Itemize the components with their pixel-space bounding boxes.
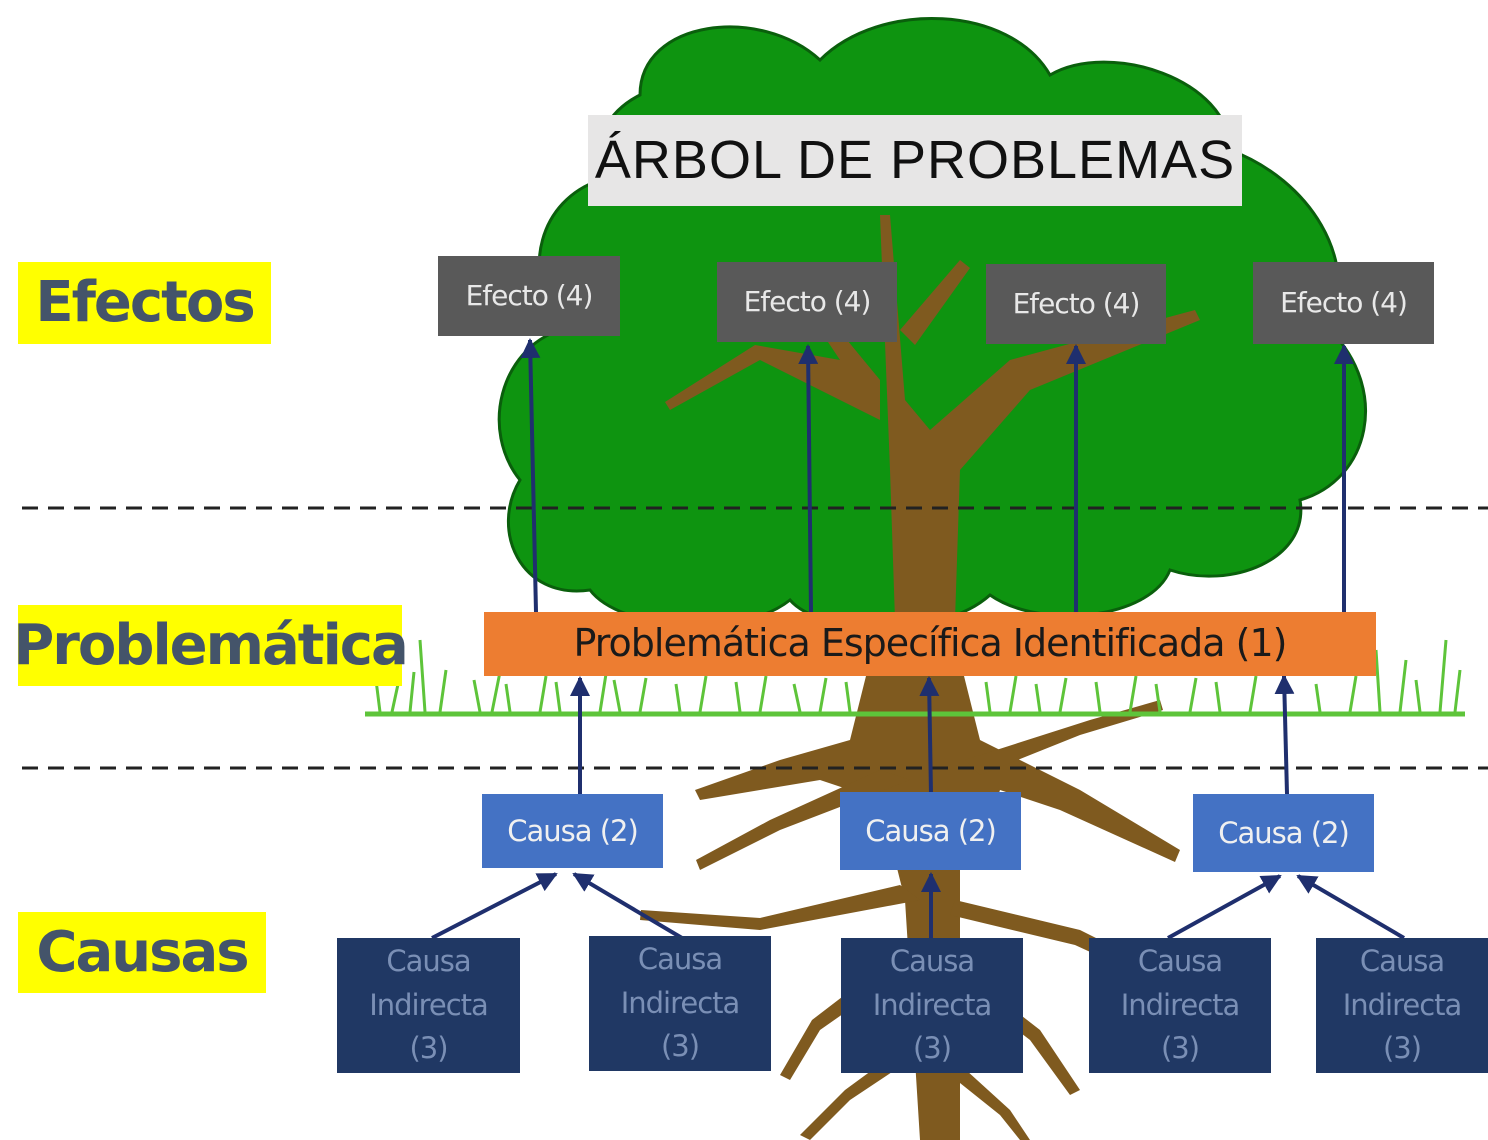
effect-box-2: Efecto (4) <box>717 262 897 342</box>
grass-strip <box>365 639 1465 717</box>
indirect-cause-box-5: Causa Indirecta (3) <box>1316 938 1488 1073</box>
cause-box-2: Causa (2) <box>840 792 1021 870</box>
diagram-title: ÁRBOL DE PROBLEMAS <box>588 115 1242 206</box>
indirect-cause-box-1: Causa Indirecta (3) <box>337 938 520 1073</box>
side-label-causes: Causas <box>18 912 266 993</box>
effect-box-4: Efecto (4) <box>1253 262 1434 344</box>
side-label-problem: Problemática <box>13 605 409 686</box>
problem-box: Problemática Específica Identificada (1) <box>484 612 1376 676</box>
indirect-cause-box-2: Causa Indirecta (3) <box>589 936 771 1071</box>
side-label-effects: Efectos <box>18 262 271 344</box>
arrows-to-problem <box>570 674 1295 795</box>
cause-box-1: Causa (2) <box>482 794 663 868</box>
indirect-cause-box-3: Causa Indirecta (3) <box>841 938 1023 1073</box>
cause-box-3: Causa (2) <box>1193 794 1374 872</box>
arrows-to-effects <box>520 338 1354 613</box>
indirect-cause-box-4: Causa Indirecta (3) <box>1089 938 1271 1073</box>
arrows-to-causes <box>431 872 1406 940</box>
effect-box-1: Efecto (4) <box>438 256 620 336</box>
effect-box-3: Efecto (4) <box>986 264 1166 344</box>
